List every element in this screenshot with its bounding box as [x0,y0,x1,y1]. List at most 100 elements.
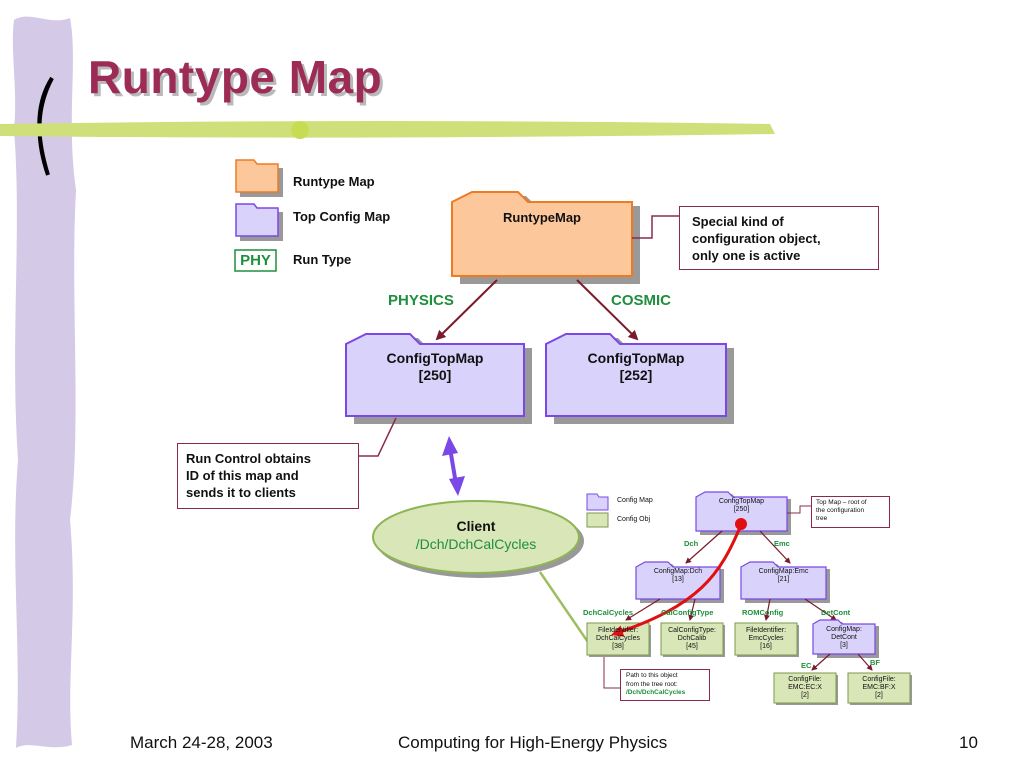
legend-top-config-map-label: Top Config Map [293,209,391,224]
subtree-top-map-shape [695,491,791,535]
note-line: ID of this map and [186,468,299,483]
leaf-dchcalcycles: FileIdentifier: DchCalCycles [38] [587,627,649,651]
map-line: [3] [840,642,848,649]
bracket-mark [37,76,54,176]
runtypemap-label: RuntypeMap [503,210,581,225]
leaf-line: [2] [801,692,809,699]
edge-emc-line [759,530,791,564]
leaf-line: EMC:EC:X [788,684,822,691]
configtopmap-name: ConfigTopMap [587,350,685,366]
page-number: 10 [959,733,978,752]
red-path-dot [735,518,747,530]
run-type-badge: PHY [240,252,271,269]
configtopmap-252: ConfigTopMap [252] [546,350,726,384]
legend-run-type-label: Run Type [293,252,352,267]
dch-map: ConfigMap:Dch [13] [636,568,720,584]
client-title: Client [456,518,496,534]
subtree-legend-map-label: Config Map [617,497,653,504]
emc-map-shape [740,561,830,603]
map-name: ConfigTopMap [718,498,765,505]
map-line: ConfigMap: [826,626,862,633]
leaf-emc-ec: ConfigFile: EMC:EC:X [2] [774,676,836,700]
subtree-top-map: ConfigTopMap [250] [696,498,787,514]
leaf-dchcalib: CalConfigType: DchCalib [45] [661,627,723,651]
leaf-line: FileIdentifier: [597,627,639,634]
runcontrol-note-connector [358,417,397,457]
leaf-line: ConfigFile: [788,676,822,683]
side-ribbon [12,16,77,748]
leaf-line: [2] [875,692,883,699]
configtopmap-250-shape [345,333,532,424]
client-ellipse-shape [372,500,584,578]
configtopmap-id: [252] [619,367,653,383]
client-to-leaf-line [538,571,594,649]
edge-dchcalcycles-label: DchCalCycles [583,608,634,617]
emc-map: ConfigMap:Emc [21] [741,568,826,584]
note-line: the configuration [816,507,865,514]
map-name: ConfigMap:Dch [653,568,703,575]
configtopmap-name: ConfigTopMap [386,350,484,366]
note-line: only one is active [692,248,801,263]
legend-runtype-map-label: Runtype Map [293,174,375,189]
footer-title: Computing for High-Energy Physics [398,733,668,752]
path-note: Path to this object from the tree root: … [620,669,710,701]
map-name: ConfigMap:Emc [758,568,809,575]
run-control-note: Run Control obtains ID of this map and s… [177,443,359,509]
red-path-arrow [611,524,743,637]
leaf-line: CalConfigType: [668,627,716,634]
configtopmap-250: ConfigTopMap [250] [346,350,524,384]
double-arrow [442,436,465,496]
note-line: Path to this object [626,672,678,679]
leaf-line: [38] [612,643,624,650]
runtypemap-folder-shape [451,191,640,284]
legend-shapes [234,159,283,272]
special-note-connector [632,215,680,239]
leaf-emccycles: FileIdentifier: EmcCycles [16] [735,627,797,651]
map-id: [13] [672,576,684,583]
map-id: [250] [733,506,750,513]
edge-calconfigtype-label: CalConfigType [661,608,714,617]
leaf-ec-bf-shapes [773,672,912,705]
note-line: sends it to clients [186,485,296,500]
note-line: configuration object, [692,231,821,246]
configtopmap-id: [250] [418,367,452,383]
detcont-map: ConfigMap: DetCont [3] [813,626,875,650]
subtree-top-note: Top Map – root of the configuration tree [811,496,890,528]
leaf-line: [16] [760,643,772,650]
edge-ec-label: EC [801,661,812,670]
bar-dot [291,121,309,139]
title-underline-bar [0,121,775,138]
leaf-line: EMC:BF:X [862,684,896,691]
leaf-line: ConfigFile: [862,676,896,683]
special-kind-note: Special kind of configuration object, on… [679,206,879,270]
note-line: Top Map – root of [816,499,867,506]
map-line: DetCont [831,634,857,641]
note-line: from the tree root: [626,680,678,688]
detcont-map-shape [812,619,879,658]
note-line: Run Control obtains [186,451,311,466]
cosmic-edge-label: COSMIC [611,292,671,309]
note-line: /Dch/DchCalCycles [626,689,686,696]
note-line: tree [816,515,828,522]
edge-romconfig-label: ROMConfig [742,608,784,617]
subtree-legend-shapes [586,493,609,528]
edge-dch-line [685,530,723,564]
subtree-legend-obj-label: Config Obj [617,516,651,523]
edge-detcont-label: DetCont [821,608,851,617]
leaf-emc-bf: ConfigFile: EMC:BF:X [2] [848,676,910,700]
note-line: Special kind of [692,214,784,229]
leaf-line: DchCalib [677,635,707,642]
footer-date: March 24-28, 2003 [130,733,273,752]
configtopmap-252-shape [545,333,734,424]
path-note-connector [603,657,620,689]
leaf-line: EmcCycles [748,635,784,642]
subtree-top-note-connector [787,505,811,514]
physics-arrow [435,279,498,341]
leaf-line: DchCalCycles [596,635,640,642]
edge-emc-label: Emc [774,539,790,548]
edge-bf-label: BF [870,658,880,667]
slide-title: Runtype Map [88,51,383,103]
leaf-line: FileIdentifier: [745,627,787,634]
edge-dch-label: Dch [684,539,699,548]
